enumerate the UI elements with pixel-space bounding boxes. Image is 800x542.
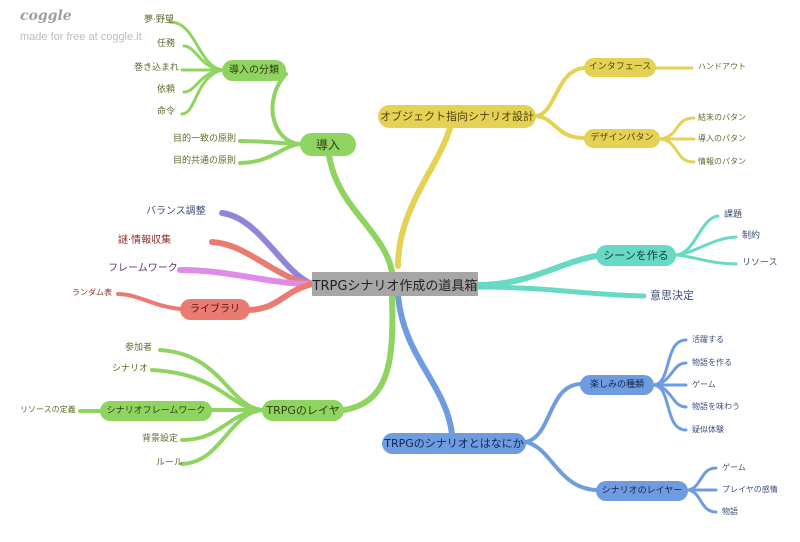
resource-definition-item[interactable]: リソースの定義: [20, 405, 76, 414]
intro-node[interactable]: 導入: [300, 133, 356, 156]
branch-intro-classification: [270, 72, 302, 146]
branch-scene-3: [674, 253, 738, 266]
fun-types-node[interactable]: 楽しみの種類: [580, 375, 654, 395]
branch-scene-2: [674, 235, 738, 257]
branch-library-random: [116, 292, 182, 311]
layers-item[interactable]: ルール: [156, 458, 184, 468]
scenario-layer-node[interactable]: シナリオのレイヤー: [596, 481, 688, 501]
pattern-item[interactable]: 情報のパタン: [698, 157, 746, 166]
branch-layer-1: [686, 466, 718, 492]
intro-class-item[interactable]: 夢·野望: [144, 15, 174, 25]
scene-item[interactable]: リソース: [742, 258, 778, 268]
branch-root-library: [247, 281, 315, 313]
interface-node[interactable]: インタフェース: [584, 58, 656, 77]
coggle-logo[interactable]: coggle: [20, 8, 72, 24]
branch-object-pattern: [534, 114, 586, 140]
branch-pattern-1: [658, 116, 696, 141]
intro-class-item[interactable]: 依頼: [157, 85, 176, 95]
scene-node[interactable]: シーンを作る: [596, 245, 676, 266]
intro-classification-node[interactable]: 導入の分類: [222, 60, 286, 81]
branch-class-5: [180, 68, 224, 116]
framework-node[interactable]: フレームワーク: [108, 263, 178, 274]
scene-item[interactable]: 制約: [742, 231, 761, 241]
layers-item[interactable]: シナリオ: [112, 364, 149, 374]
intro-principle[interactable]: 目的共通の原則: [173, 156, 237, 166]
branch-pattern-3: [658, 137, 696, 164]
interface-item[interactable]: ハンドアウト: [698, 62, 746, 71]
what-is-scenario-node[interactable]: TRPGのシナリオとはなにか: [382, 433, 526, 454]
decision-node[interactable]: 意思決定: [650, 289, 694, 302]
branch-what-fun: [524, 382, 582, 444]
branch-root-what: [395, 293, 455, 437]
branch-root-framework: [177, 267, 315, 287]
intro-principle[interactable]: 目的一致の原則: [173, 134, 237, 144]
intro-class-item[interactable]: 命令: [157, 107, 176, 117]
pattern-item[interactable]: 結末のパタン: [698, 113, 746, 122]
branch-root-layers: [341, 293, 396, 413]
scenario-framework-node[interactable]: シナリオフレームワーク: [100, 401, 212, 421]
branch-fun-5: [652, 383, 688, 432]
branch-root-balance: [219, 210, 315, 287]
library-node[interactable]: ライブラリ: [180, 299, 250, 320]
intro-class-item[interactable]: 巻き込まれ: [134, 63, 180, 73]
object-design-node[interactable]: オブジェクト指向シナリオ設計: [378, 105, 536, 128]
branch-root-intro: [325, 143, 395, 275]
branch-root-decision: [475, 284, 647, 299]
design-pattern-node[interactable]: デザインパタン: [584, 129, 660, 148]
branch-object-interface: [534, 66, 586, 118]
scene-item[interactable]: 課題: [724, 210, 743, 220]
branch-what-layer: [524, 440, 598, 492]
fun-item[interactable]: ゲーム: [692, 380, 716, 389]
branch-layer-3: [686, 488, 718, 514]
branch-layers-4: [180, 408, 264, 466]
branch-root-object: [395, 125, 453, 269]
layers-item[interactable]: 背景設定: [142, 434, 179, 444]
fun-item[interactable]: 物語を作る: [692, 358, 732, 367]
trpg-layers-node[interactable]: TRPGのレイヤ: [262, 400, 344, 421]
layer-item[interactable]: 物語: [722, 507, 738, 516]
branch-root-scene: [475, 253, 599, 288]
branch-intro-principle-2: [238, 142, 302, 165]
fun-item[interactable]: 疑似体験: [692, 425, 724, 434]
coggle-tagline[interactable]: made for free at coggle.it: [20, 31, 142, 43]
pattern-item[interactable]: 導入のパタン: [698, 134, 746, 143]
root-node[interactable]: TRPGシナリオ作成の道具箱: [312, 272, 478, 296]
fun-item[interactable]: 活躍する: [692, 335, 724, 344]
fun-item[interactable]: 物語を味わう: [692, 402, 740, 411]
intro-class-item[interactable]: 任務: [157, 39, 176, 49]
branch-class-2: [182, 44, 224, 72]
layer-item[interactable]: ゲーム: [722, 463, 746, 472]
clue-node[interactable]: 謎·情報収集: [118, 235, 172, 246]
random-table-node[interactable]: ランダム表: [72, 288, 112, 297]
layers-item[interactable]: 参加者: [125, 343, 153, 353]
balance-node[interactable]: バランス調整: [146, 206, 206, 217]
layer-item[interactable]: プレイヤの感情: [722, 485, 778, 494]
